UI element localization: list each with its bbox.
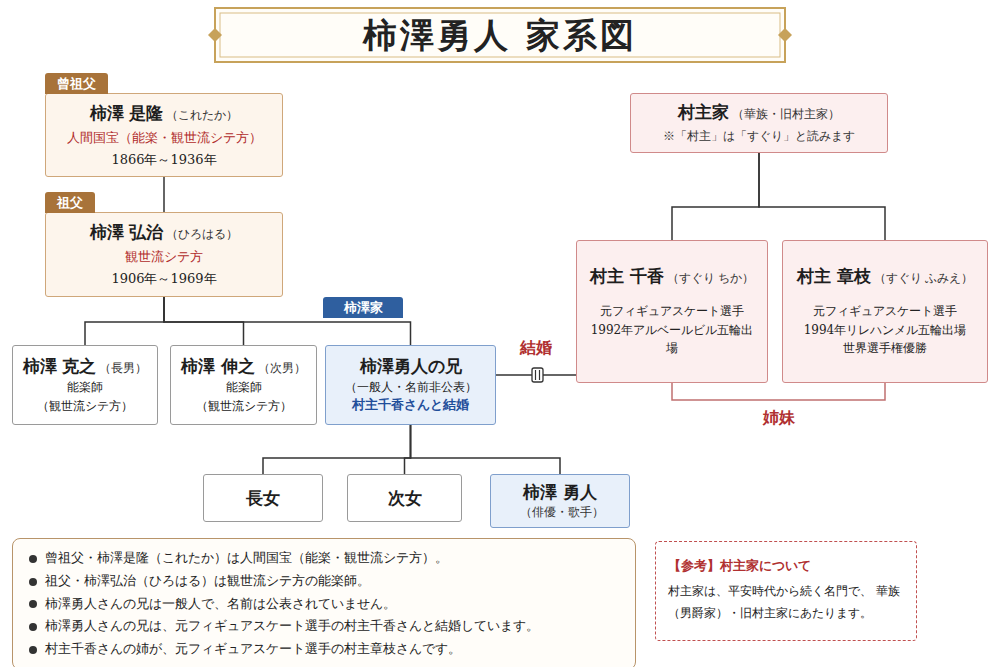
name-reading: （俳優・歌手） <box>502 504 621 521</box>
note-bullet: 曾祖父・柿澤是隆（これたか）は人間国宝（能楽・観世流シテ方）。 <box>27 547 621 570</box>
family-tab: 柿澤家 <box>323 297 403 318</box>
name-reading: （これたか） <box>166 107 238 124</box>
person-name: 村主家 <box>678 101 729 124</box>
person-name: 次女 <box>356 487 453 510</box>
person-name: 柿澤 弘治 <box>90 221 164 244</box>
person-name: 柿澤 勇人 <box>499 481 621 504</box>
marriage-marker-stroke <box>535 370 536 380</box>
detail-text: 1994年リレハンメル五輪出場 <box>791 321 979 340</box>
person-name: 村主 章枝 <box>797 265 871 288</box>
family-line <box>163 177 165 212</box>
note-bullet: 村主千香さんの姉が、元フィギュアスケート選手の村主章枝さんです。 <box>27 638 621 661</box>
person-box: 長女 <box>203 474 323 522</box>
title-ornament <box>208 28 222 42</box>
person-name: 柿澤 是隆 <box>90 102 164 125</box>
detail-text: （観世流シテ方） <box>179 397 308 416</box>
detail-text: 元フィギュアスケート選手 <box>585 302 759 321</box>
note-bullet: 柿澤勇人さんの兄は一般人で、名前は公表されていません。 <box>27 593 621 616</box>
detail-text: 能楽師 <box>179 378 308 397</box>
marriage-marker-stroke <box>539 370 540 380</box>
family-line <box>263 425 411 474</box>
family-line <box>759 153 885 240</box>
person-box: 柿澤勇人の兄（一般人・名前非公表）村主千香さんと結婚 <box>325 345 496 425</box>
family-box: 村主家（華族・旧村主家） ※「村主」は「すぐり」と読みます <box>630 93 888 153</box>
person-name: 柿澤 伸之 <box>181 355 255 378</box>
person-box: 村主 千香（すぐり ちか） 元フィギュアスケート選手1992年アルベールビル五輪出… <box>576 240 768 383</box>
name-reading: （華族・旧村主家） <box>732 106 840 123</box>
ancestor-box: 曾祖父柿澤 是隆（これたか）人間国宝（能楽・観世流シテ方）1866年～1936年 <box>45 93 283 177</box>
reference-heading: 【参考】村主家について <box>668 558 904 575</box>
family-line <box>411 425 561 474</box>
family-line <box>85 297 164 345</box>
person-name: 柿澤勇人の兄 <box>334 355 487 378</box>
ancestor-box: 祖父柿澤 弘治（ひろはる）観世流シテ方1906年～1969年 <box>45 212 283 297</box>
name-reading: （すぐり ふみえ） <box>874 270 974 287</box>
name-reading: （ひろはる） <box>166 226 238 243</box>
life-years: 1866年～1936年 <box>54 151 274 169</box>
detail-text: （一般人・名前非公表） <box>334 378 487 397</box>
family-line <box>405 425 411 474</box>
diagram-title: 柿澤勇人 家系図 <box>215 8 785 62</box>
reference-body: 村主家は、平安時代から続く名門で、 華族（男爵家）・旧村主家にあたります。 <box>668 581 904 624</box>
person-name: 長女 <box>212 487 314 510</box>
detail-text: 元フィギュアスケート選手 <box>791 302 979 321</box>
role-text: 人間国宝（能楽・観世流シテ方） <box>54 130 274 147</box>
role-text: 観世流シテ方 <box>54 249 274 266</box>
detail-text: 世界選手権優勝 <box>791 339 979 358</box>
person-name: 村主 千香 <box>590 265 664 288</box>
person-box: 柿澤 勇人（俳優・歌手） <box>490 474 630 528</box>
note-text: ※「村主」は「すぐり」と読みます <box>639 128 879 145</box>
detail-text: 能楽師 <box>21 378 149 397</box>
notes-box: 曾祖父・柿澤是隆（これたか）は人間国宝（能楽・観世流シテ方）。祖父・柿澤弘治（ひ… <box>12 538 636 667</box>
title-ornament <box>778 28 792 42</box>
edge-label: 姉妹 <box>760 408 798 429</box>
person-name: 柿澤 克之 <box>23 355 97 378</box>
life-years: 1906年～1969年 <box>54 270 274 288</box>
sibling-bracket <box>672 383 885 400</box>
person-box: 柿澤 伸之（次男）能楽師（観世流シテ方） <box>170 345 317 425</box>
generation-tab: 曾祖父 <box>45 73 108 94</box>
note-bullet: 祖父・柿澤弘治（ひろはる）は観世流シテ方の能楽師。 <box>27 570 621 593</box>
person-box: 村主 章枝（すぐり ふみえ） 元フィギュアスケート選手1994年リレハンメル五輪出… <box>782 240 988 383</box>
family-tab-text: 柿澤家 <box>344 297 383 318</box>
generation-tab: 祖父 <box>45 192 95 213</box>
person-box: 柿澤 克之（長男）能楽師（観世流シテ方） <box>12 345 158 425</box>
name-reading: （すぐり ちか） <box>667 270 755 287</box>
marriage-marker <box>532 368 543 382</box>
title-frame <box>215 8 785 62</box>
note-bullet: 柿澤勇人さんの兄は、元フィギュアスケート選手の村主千香さんと結婚しています。 <box>27 615 621 638</box>
detail-text: （観世流シテ方） <box>21 397 149 416</box>
family-line <box>164 297 411 345</box>
marriage-note: 村主千香さんと結婚 <box>334 396 487 415</box>
person-box: 次女 <box>347 474 462 522</box>
family-line <box>164 297 244 345</box>
name-reading: （長男） <box>99 360 147 377</box>
reference-box: 【参考】村主家について村主家は、平安時代から続く名門で、 華族（男爵家）・旧村主… <box>655 541 917 641</box>
edge-label: 結婚 <box>517 338 555 359</box>
name-reading: （次男） <box>258 360 306 377</box>
family-line <box>672 153 759 240</box>
detail-text: 1992年アルベールビル五輪出場 <box>585 321 759 358</box>
